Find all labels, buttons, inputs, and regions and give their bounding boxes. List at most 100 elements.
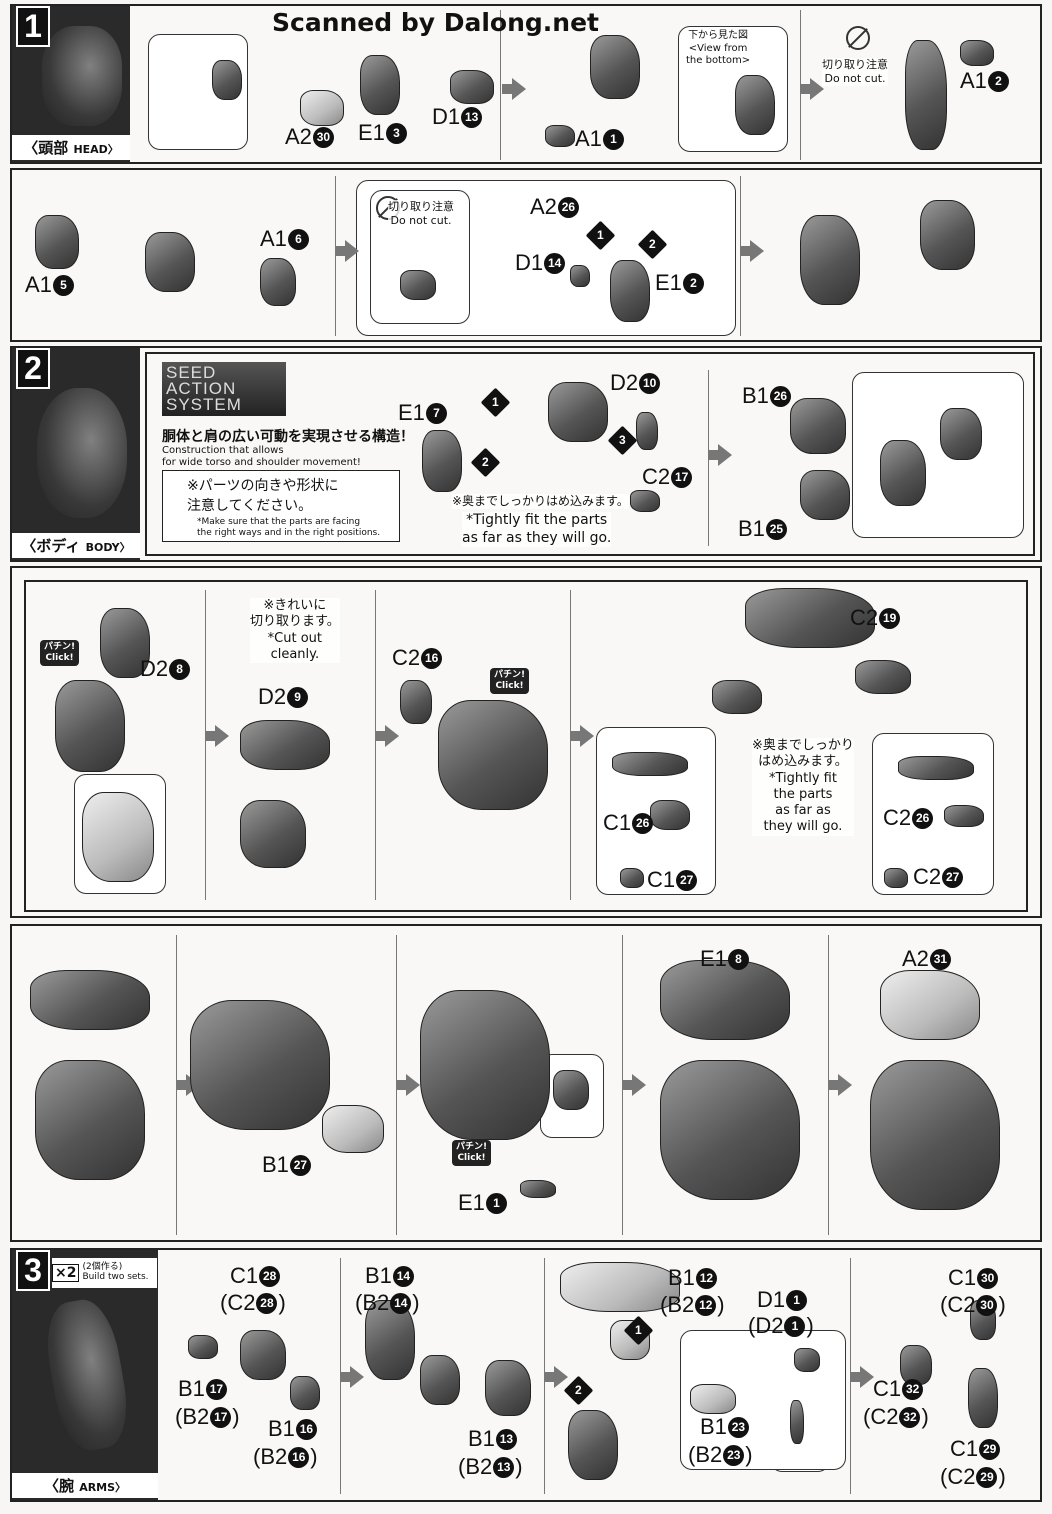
part-runner-code: D1 bbox=[515, 250, 544, 275]
part-number-circle: 19 bbox=[879, 607, 901, 629]
part-runner-code: B1 bbox=[700, 1414, 727, 1439]
part-runner-code: D2 bbox=[258, 684, 287, 709]
divider bbox=[375, 590, 376, 900]
gundam-part-illustration bbox=[898, 756, 974, 780]
part-runner-code: C1 bbox=[948, 1265, 977, 1290]
part-runner-code: E1 bbox=[358, 120, 385, 145]
part-runner-code: B1 bbox=[365, 1263, 392, 1288]
part-runner-code: B1 bbox=[468, 1426, 495, 1451]
part-number-circle: 2 bbox=[987, 70, 1009, 92]
gundam-part-illustration bbox=[553, 1070, 589, 1110]
gundam-part-illustration bbox=[630, 490, 660, 512]
step2-subframe-top bbox=[145, 352, 1035, 556]
part-runner-code: A1 bbox=[260, 226, 287, 251]
part-runner-code: (C2 bbox=[863, 1404, 899, 1429]
next-arrow-icon bbox=[570, 725, 594, 747]
next-arrow-icon bbox=[828, 1074, 852, 1096]
next-arrow-icon bbox=[340, 1366, 364, 1388]
build-count: ×2 (2個作る)Build two sets. bbox=[52, 1258, 157, 1288]
divider bbox=[740, 176, 741, 336]
headline-en: Construction that allows for wide torso … bbox=[162, 445, 361, 468]
gundam-part-illustration bbox=[560, 1262, 680, 1312]
part-number-circle: 27 bbox=[676, 869, 698, 891]
paren-close: ) bbox=[515, 1454, 523, 1479]
build-count-jp: (2個作る) bbox=[82, 1262, 123, 1273]
part-number-circle: 30 bbox=[312, 126, 334, 148]
no-cut-icon bbox=[846, 26, 870, 50]
gundam-part-illustration bbox=[422, 430, 462, 492]
gundam-part-illustration bbox=[190, 1000, 330, 1130]
part-number-circle: 23 bbox=[723, 1444, 745, 1466]
part-runner-code: (C2 bbox=[940, 1292, 976, 1317]
gundam-part-illustration bbox=[712, 680, 762, 714]
gundam-part-illustration bbox=[485, 1360, 531, 1416]
part-runner-code: B1 bbox=[178, 1376, 205, 1401]
part-number-circle: 27 bbox=[942, 866, 964, 888]
warning-box: ※パーツの向きや形状に 注意してください。 *Make sure that th… bbox=[162, 470, 400, 542]
part-runner-code: (B2 bbox=[355, 1290, 390, 1315]
part-runner-code: C1 bbox=[647, 867, 676, 892]
click-sound-label: パチン! Click! bbox=[452, 1140, 492, 1166]
step-title: 〈ボディ BODY〉 bbox=[12, 533, 140, 558]
gundam-part-illustration bbox=[790, 398, 846, 454]
instruction-note: 下から見た図 <View from the bottom> bbox=[686, 30, 751, 68]
part-number-circle: 5 bbox=[52, 274, 74, 296]
gundam-part-illustration bbox=[365, 1300, 415, 1380]
part-number-circle: 7 bbox=[425, 402, 447, 424]
gundam-part-illustration bbox=[82, 792, 154, 882]
part-runner-code: (B2 bbox=[175, 1404, 210, 1429]
sub-step-number: 2 bbox=[649, 237, 656, 251]
gundam-part-illustration bbox=[690, 1384, 736, 1414]
gundam-part-illustration bbox=[960, 40, 994, 66]
part-runner-code: A2 bbox=[902, 946, 929, 971]
sub-step-number: 1 bbox=[635, 1323, 642, 1337]
gundam-part-illustration bbox=[800, 470, 850, 520]
part-runner-code: (C2 bbox=[940, 1464, 976, 1489]
step2-subframe bbox=[24, 580, 1028, 912]
part-number-circle: 28 bbox=[256, 1292, 278, 1314]
gundam-part-illustration bbox=[920, 200, 975, 270]
gundam-part-illustration bbox=[940, 408, 982, 460]
warning-jp: ※パーツの向きや形状に 注意してください。 bbox=[187, 478, 339, 514]
part-number-circle: 26 bbox=[632, 812, 654, 834]
click-sound-label: パチン! Click! bbox=[490, 668, 530, 694]
part-number-circle: 32 bbox=[902, 1378, 924, 1400]
gundam-part-illustration bbox=[944, 805, 984, 827]
gundam-part-illustration bbox=[188, 1335, 218, 1359]
instruction-note: ※奥までしっかり はめ込みます。 *Tightly fit the parts … bbox=[752, 738, 854, 836]
part-runner-code: C2 bbox=[392, 645, 421, 670]
headline-jp: 胴体と肩の広い可動を実現させる構造！ bbox=[162, 429, 414, 445]
gundam-part-illustration bbox=[880, 440, 926, 506]
part-number-circle: 12 bbox=[695, 1267, 717, 1289]
step-1-badge: 1 〈頭部 HEAD〉 bbox=[12, 6, 130, 162]
paren-close: ) bbox=[806, 1313, 814, 1338]
part-runner-code: C2 bbox=[883, 805, 912, 830]
part-number-circle: 28 bbox=[259, 1265, 281, 1287]
gundam-part-illustration bbox=[420, 1355, 460, 1405]
gundam-part-illustration bbox=[545, 125, 575, 147]
back-view-bubble bbox=[852, 372, 1024, 538]
instruction-note: 切り取り注意 Do not cut. bbox=[388, 200, 454, 228]
gundam-part-illustration bbox=[322, 1105, 384, 1153]
gundam-part-illustration bbox=[590, 35, 640, 99]
paren-close: ) bbox=[717, 1292, 725, 1317]
part-number-circle: 14 bbox=[392, 1265, 414, 1287]
part-runner-code: A1 bbox=[960, 68, 987, 93]
